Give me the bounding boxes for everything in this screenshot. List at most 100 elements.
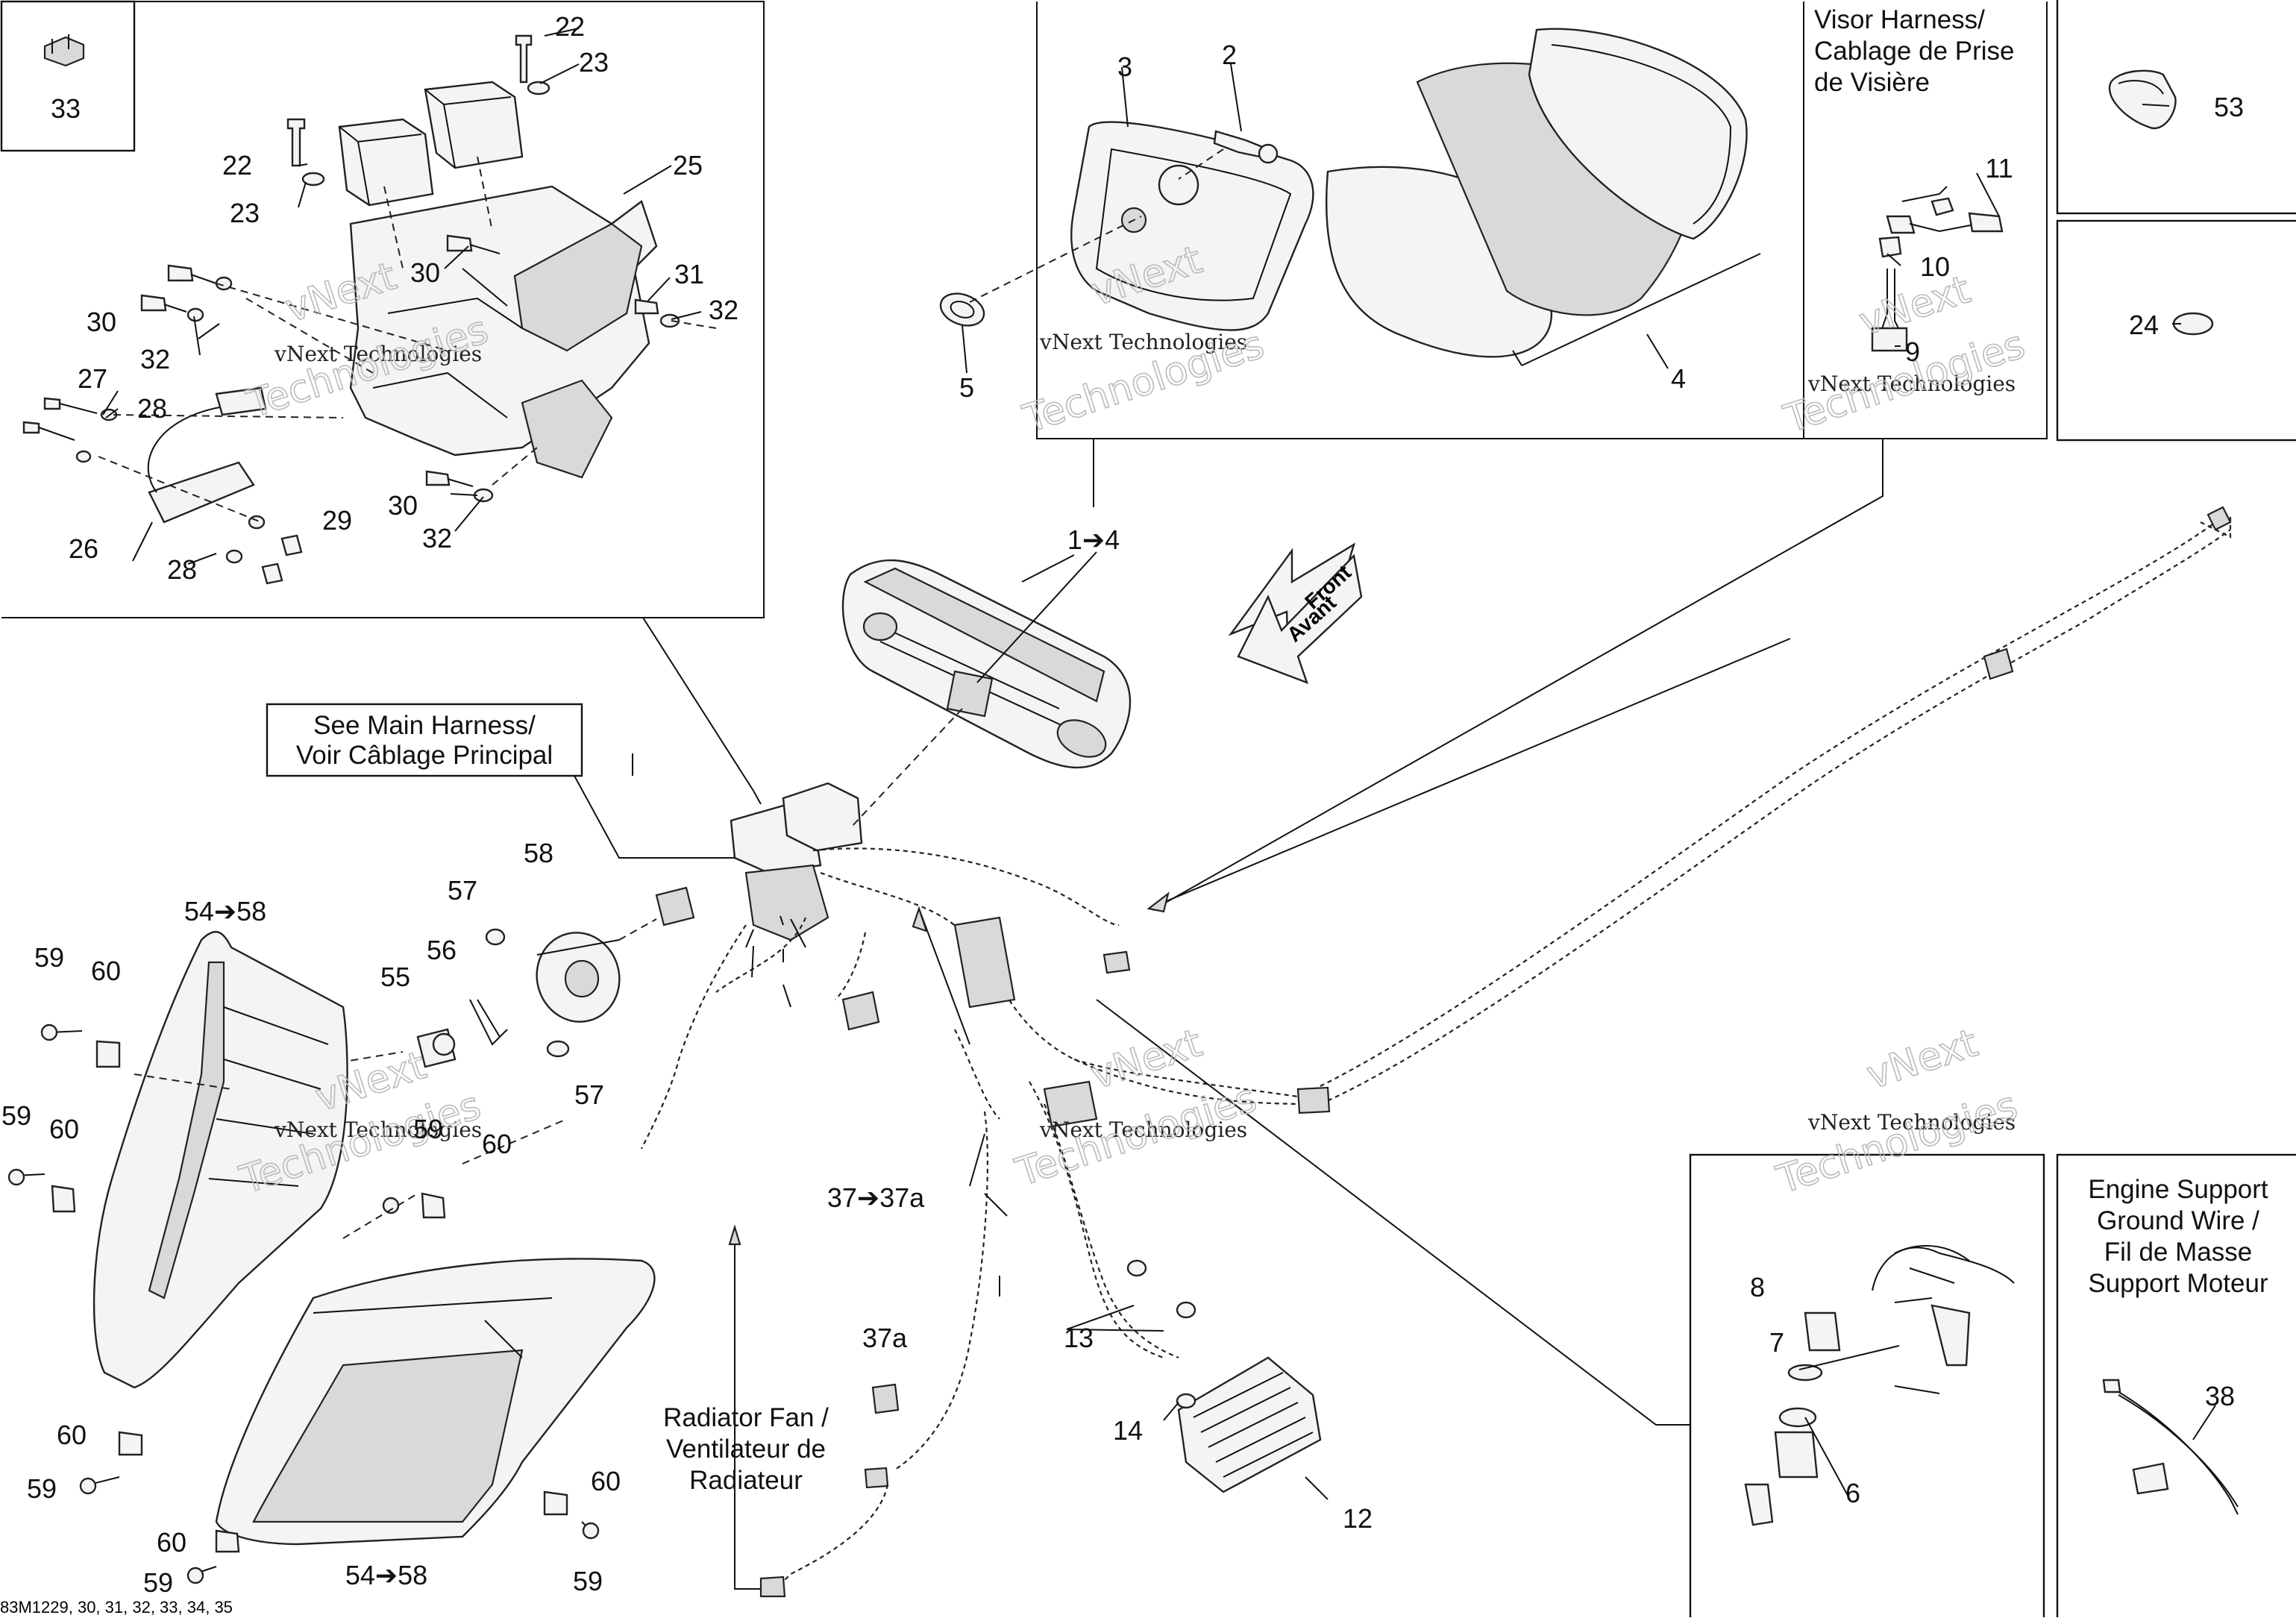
main-harness-label: See Main Harness/ Voir Câblage Principal xyxy=(266,703,735,859)
callout-28: 28 xyxy=(167,554,197,585)
callout-2: 2 xyxy=(1222,40,1237,70)
callout-30: 30 xyxy=(87,307,116,337)
radiator-fan-label-line3: Radiateur xyxy=(689,1466,803,1495)
visor-harness-parts xyxy=(1871,186,2004,352)
callout-60: 60 xyxy=(91,956,121,986)
callout-25: 25 xyxy=(673,150,703,181)
watermark-text: vNext Technologies xyxy=(274,342,482,366)
tether-key-parts xyxy=(1744,1245,2015,1526)
radiator-fan-label-line1: Radiator Fan / xyxy=(663,1403,829,1432)
callout-33: 33 xyxy=(51,93,81,124)
callout-60: 60 xyxy=(482,1129,512,1159)
callout-29: 29 xyxy=(322,505,352,536)
callout-27: 27 xyxy=(78,363,107,394)
watermark-outline: vNext xyxy=(1861,1020,1983,1098)
callout-28: 28 xyxy=(137,393,167,424)
inset-box-ground-wire xyxy=(2056,1153,2296,1621)
callout-31: 31 xyxy=(674,259,704,289)
brake-switch-26 xyxy=(147,386,267,524)
watermark-text: vNext Technologies xyxy=(1039,330,1247,354)
callout-32: 32 xyxy=(709,295,738,325)
callout-12: 12 xyxy=(1343,1503,1373,1534)
clamp-53 xyxy=(2108,69,2177,130)
visor-harness-label: Visor Harness/ Cablage de Prise de Visiè… xyxy=(1814,5,2015,97)
engine-support-label-line1: Engine Support xyxy=(2088,1175,2268,1204)
leader-lines xyxy=(574,439,1883,1426)
callout-leaders xyxy=(102,28,2216,1500)
gauge-bezel-3 xyxy=(1070,121,1314,331)
callout-11: 11 xyxy=(1985,153,2013,184)
bulb-assembly xyxy=(313,918,657,1068)
callout-23: 23 xyxy=(579,47,609,78)
callout-26: 26 xyxy=(69,533,98,564)
instrument-bracket xyxy=(349,185,658,479)
callout-37a: 37a xyxy=(862,1323,908,1353)
callout-6: 6 xyxy=(1845,1478,1860,1508)
inset-box-key xyxy=(1689,1153,2045,1621)
engine-support-label-line4: Support Moteur xyxy=(2088,1269,2268,1298)
callout-23: 23 xyxy=(230,198,260,228)
callout-3: 3 xyxy=(1117,51,1132,82)
visor-harness-label-line3: de Visière xyxy=(1814,68,1930,97)
main-harness-label-line2: Voir Câblage Principal xyxy=(296,741,553,770)
watermark-outline: vNext xyxy=(1085,1020,1207,1098)
harness-arrows xyxy=(728,638,1791,1590)
callout-22: 22 xyxy=(555,11,585,42)
callout-8: 8 xyxy=(1750,1272,1765,1302)
voltage-regulator-12 xyxy=(1126,1259,1322,1493)
figure-code: 83M1229, 30, 31, 32, 33, 34, 35 xyxy=(0,1598,233,1617)
callout-37-to-37a: 37➔37a xyxy=(827,1182,925,1213)
visor-harness-label-line1: Visor Harness/ xyxy=(1814,5,1985,34)
callout-59: 59 xyxy=(34,942,64,973)
watermark-text: vNext Technologies xyxy=(1039,1117,1247,1142)
callout-22: 22 xyxy=(222,150,252,181)
callout-58: 58 xyxy=(524,838,553,868)
watermark-outline: vNext xyxy=(1854,267,1975,345)
callout-60: 60 xyxy=(591,1466,621,1496)
callout-57: 57 xyxy=(574,1079,604,1110)
engine-support-label: Engine Support Ground Wire / Fil de Mass… xyxy=(2088,1175,2268,1298)
watermark-text: vNext Technologies xyxy=(274,1117,482,1142)
callout-59: 59 xyxy=(143,1567,173,1598)
callout-10: 10 xyxy=(1920,251,1950,282)
ground-wire-38 xyxy=(2102,1379,2239,1515)
callout-60: 60 xyxy=(49,1114,79,1144)
radiator-fan-harness xyxy=(759,1111,989,1598)
visor-harness-label-line2: Cablage de Prise xyxy=(1814,37,2015,66)
headlight-left-upper xyxy=(92,931,348,1389)
radiator-fan-label: Radiator Fan / Ventilateur de Radiateur xyxy=(663,1403,829,1495)
callout-54-to-58: 54➔58 xyxy=(184,896,266,926)
callout-32: 32 xyxy=(422,523,452,554)
headlight-dash-lines xyxy=(134,1073,568,1239)
watermark-text: vNext Technologies xyxy=(1807,1110,2016,1135)
callout-5: 5 xyxy=(959,372,974,403)
callout-7: 7 xyxy=(1769,1327,1784,1358)
callout-14: 14 xyxy=(1113,1415,1143,1446)
instrument-cluster-1-4 xyxy=(841,551,1132,769)
callout-57: 57 xyxy=(448,875,477,906)
callout-59: 59 xyxy=(413,1114,443,1144)
callout-54-to-58: 54➔58 xyxy=(345,1560,427,1590)
callout-60: 60 xyxy=(157,1527,186,1558)
gauge-dash-lines xyxy=(969,148,1761,366)
engine-support-label-line3: Fil de Masse xyxy=(2104,1238,2252,1267)
callout-59: 59 xyxy=(573,1566,603,1596)
headlight-fasteners xyxy=(7,1023,600,1584)
callout-53: 53 xyxy=(2214,92,2244,122)
callout-60: 60 xyxy=(57,1420,87,1450)
callout-30: 30 xyxy=(410,257,440,288)
inset-box-visor xyxy=(1803,1,2048,439)
gauge-screw-2 xyxy=(1213,130,1279,164)
callouts: 33 22 23 22 23 25 30 31 30 32 32 27 28 2… xyxy=(1,11,2244,1598)
callout-56: 56 xyxy=(427,935,457,965)
watermark-text: vNext Technologies xyxy=(1807,371,2016,396)
bracket-dash-lines xyxy=(98,156,717,523)
fuse-part-33 xyxy=(43,34,85,67)
inset-box-33 xyxy=(0,0,136,152)
callout-55: 55 xyxy=(380,962,410,992)
callout-59: 59 xyxy=(27,1473,57,1504)
callout-13: 13 xyxy=(1064,1323,1094,1353)
callout-59: 59 xyxy=(1,1100,31,1131)
